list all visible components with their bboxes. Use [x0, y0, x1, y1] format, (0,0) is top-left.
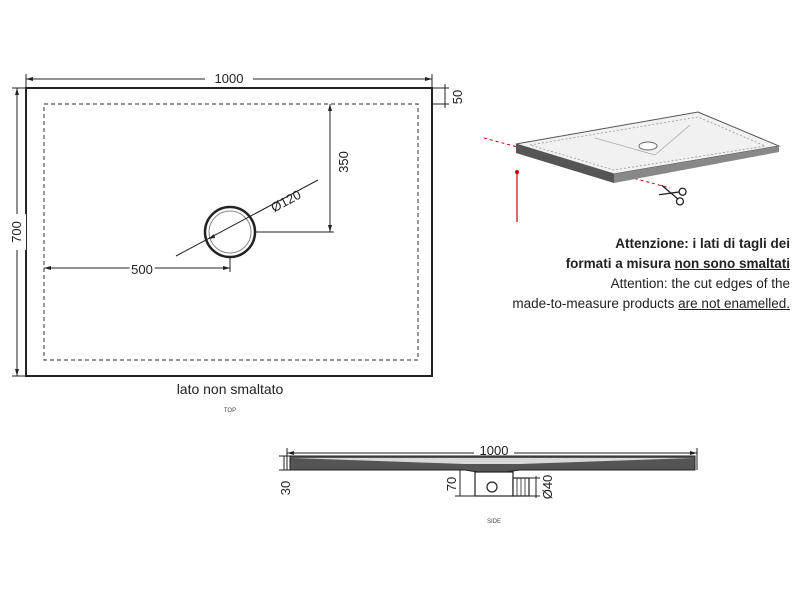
- warning-it-underlined: non sono smaltati: [674, 256, 790, 271]
- non-enamelled-border: [43, 103, 419, 361]
- cut-edge-warning: Attenzione: i lati di tagli dei formati …: [470, 234, 790, 314]
- drain-x-label: 500: [131, 262, 153, 277]
- drain-y-label: 350: [336, 151, 351, 173]
- side-width-label: 1000: [480, 443, 509, 458]
- edge-width-label: 50: [450, 90, 465, 104]
- warning-it-line1: Attenzione: i lati di tagli dei: [615, 236, 790, 251]
- warning-en-underlined: are not enamelled.: [678, 296, 790, 311]
- unenamelled-edge-caption: lato non smaltato: [177, 381, 284, 397]
- warning-en-line1: Attention: the cut edges of the: [610, 276, 790, 291]
- top-view-caption: TOP: [224, 408, 236, 414]
- drain-depth-label: 70: [444, 477, 459, 491]
- drain-pipe-label: Ø40: [540, 475, 555, 500]
- warning-it-prefix: formati a misura: [565, 256, 675, 271]
- side-view: 1000 30 70 Ø40 SIDE: [278, 442, 698, 525]
- tray-outline: [25, 87, 433, 377]
- scissors-icon: [658, 184, 687, 206]
- drain-icon: [203, 205, 257, 259]
- warning-en-prefix: made-to-measure products: [512, 296, 679, 311]
- side-view-caption: SIDE: [487, 519, 501, 525]
- top-height-label: 700: [9, 221, 24, 243]
- top-width-label: 1000: [215, 71, 244, 86]
- top-view: 1000 700 50 350 500 Ø120 lato: [8, 70, 465, 414]
- warning-en-line2: made-to-measure products are not enamell…: [470, 294, 790, 314]
- tray-perspective: [483, 111, 781, 222]
- drain-diameter-label: Ø120: [268, 187, 303, 215]
- side-thickness-label: 30: [278, 481, 293, 495]
- warning-it-line2: formati a misura non sono smaltati: [566, 256, 790, 271]
